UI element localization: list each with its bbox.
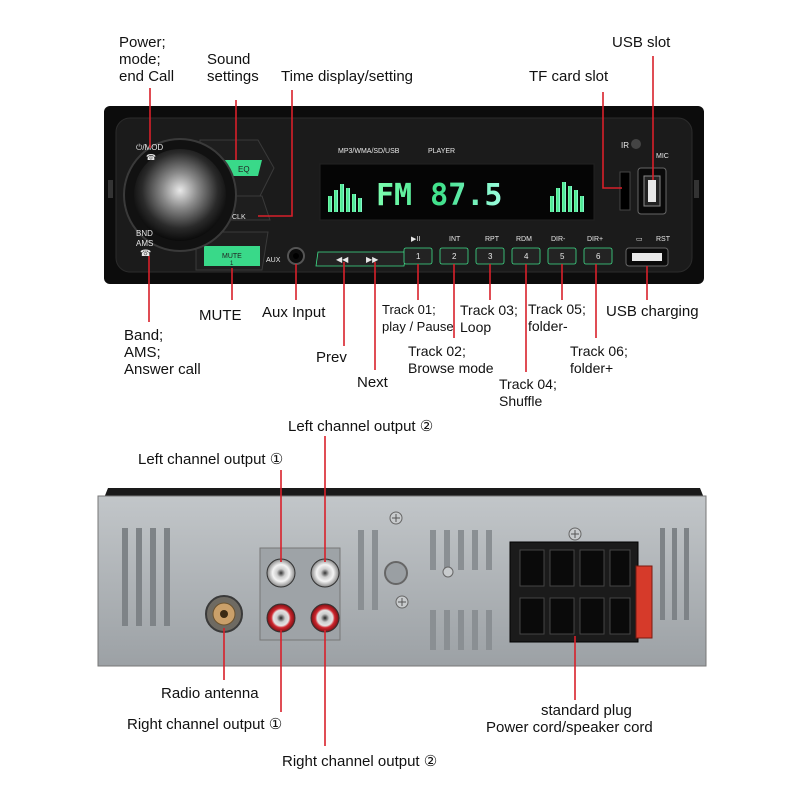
front-callout-lines	[148, 56, 654, 372]
preset-number-6: 6	[596, 252, 601, 261]
aux-label: AUX	[266, 257, 281, 264]
callout-left-output-2: Left channel output ②	[288, 418, 433, 435]
usb-charging-tongue	[632, 253, 662, 261]
dir-minus-label: DIR-	[551, 236, 566, 243]
callout-standard-plug-line1: standard plug	[541, 702, 632, 719]
rear-chassis	[97, 488, 707, 667]
callout-usb-slot: USB slot	[612, 34, 671, 51]
tf-card-slot[interactable]	[619, 171, 631, 211]
callout-track05-line1: Track 05;	[528, 301, 586, 317]
right-output-1-jack[interactable]	[266, 603, 296, 633]
format-label: MP3/WMA/SD/USB	[338, 148, 400, 155]
callout-next: Next	[357, 374, 389, 391]
preset-number-5: 5	[560, 252, 565, 261]
ams-label: AMS	[136, 239, 153, 248]
callout-track03-line1: Track 03;	[460, 302, 518, 318]
callout-time-display: Time display/setting	[281, 68, 413, 85]
mount-hole	[384, 561, 408, 585]
preset-button-6[interactable]	[583, 247, 613, 265]
callout-sound-line2: settings	[207, 68, 259, 85]
prev-next-strip	[315, 251, 407, 267]
callout-standard-plug-line2: Power cord/speaker cord	[486, 719, 653, 736]
fuse	[635, 565, 653, 639]
callout-track03-line2: Loop	[460, 319, 491, 335]
volume-knob[interactable]	[134, 149, 226, 241]
preset-number-1: 1	[416, 252, 421, 261]
next-button[interactable]: ▶▶	[366, 255, 379, 264]
bnd-label: BND	[136, 229, 153, 238]
callout-tf-card-slot: TF card slot	[529, 68, 609, 85]
iso-connector-pins-bottom	[519, 597, 631, 635]
callout-aux-input: Aux Input	[262, 304, 326, 321]
callout-track01-line1: Track 01;	[382, 302, 436, 317]
callout-usb-charging: USB charging	[606, 303, 699, 320]
callout-band-line2: AMS;	[124, 344, 161, 361]
callout-track06-line2: folder+	[570, 360, 613, 376]
left-output-1-jack[interactable]	[266, 558, 296, 588]
chassis-vents-center	[358, 530, 492, 650]
chassis-vents-left	[122, 528, 170, 626]
prev-button[interactable]: ◀◀	[336, 255, 349, 264]
callout-right-output-1: Right channel output ①	[127, 716, 282, 733]
callout-left-output-1: Left channel output ①	[138, 451, 283, 468]
front-panel: ⏻/MOD ☎ EQ CLK BND AMS ☎ MUTE 1 AUX MP3/…	[104, 106, 704, 284]
callout-band-line1: Band;	[124, 327, 163, 344]
preset-number-3: 3	[488, 252, 493, 261]
lcd-screen	[319, 163, 595, 221]
callout-track02-line2: Browse mode	[408, 360, 494, 376]
lcd-equalizer-right	[550, 182, 584, 212]
rst-label: RST	[656, 236, 671, 243]
rear-callouts: Left channel output ② Left channel outpu…	[127, 418, 653, 770]
right-output-2-jack[interactable]	[310, 603, 340, 633]
preset-number-2: 2	[452, 252, 457, 261]
mic-label: MIC	[656, 153, 669, 160]
callout-radio-antenna: Radio antenna	[161, 685, 259, 702]
dir-plus-label: DIR+	[587, 236, 603, 243]
callout-right-output-2: Right channel output ②	[282, 753, 437, 770]
callout-power-line2: mode;	[119, 51, 161, 68]
lcd-frequency: FM 87.5	[376, 178, 502, 213]
aux-jack-hole	[293, 253, 299, 259]
mute-label: MUTE	[222, 253, 242, 260]
answer-call-icon: ☎	[140, 248, 151, 258]
callout-track05-line2: folder-	[528, 318, 568, 334]
chassis-screws	[389, 511, 582, 609]
preset-number-4: 4	[524, 252, 529, 261]
battery-icon: ▭	[636, 236, 643, 243]
usb-slot-tongue	[648, 180, 656, 202]
callout-mute: MUTE	[199, 307, 242, 324]
callout-power-line3: end Call	[119, 68, 174, 85]
callout-band-line3: Answer call	[124, 361, 201, 378]
rpt-label: RPT	[485, 236, 500, 243]
panel-vents	[108, 180, 699, 198]
left-output-2-jack[interactable]	[310, 558, 340, 588]
int-label: INT	[449, 236, 461, 243]
callout-track06-line1: Track 06;	[570, 343, 628, 359]
callout-prev: Prev	[316, 349, 347, 366]
front-callouts: Power; mode; end Call Sound settings Tim…	[119, 34, 699, 409]
chassis-vents-right	[660, 528, 689, 620]
play-pause-label: ▶II	[411, 236, 420, 243]
clk-label: CLK	[232, 214, 246, 221]
callout-track04-line1: Track 04;	[499, 376, 557, 392]
rear-callout-lines	[223, 436, 576, 746]
lcd-equalizer-left	[328, 184, 362, 212]
mute-number: 1	[230, 261, 234, 267]
callout-track04-line2: Shuffle	[499, 393, 543, 409]
end-call-icon: ☎	[146, 153, 156, 162]
ir-sensor-icon	[631, 139, 641, 149]
rdm-label: RDM	[516, 236, 532, 243]
callout-sound-line1: Sound	[207, 51, 250, 68]
player-label: PLAYER	[428, 148, 455, 155]
callout-track02-line1: Track 02;	[408, 343, 466, 359]
radio-antenna-pin	[220, 610, 228, 618]
ir-label: IR	[621, 141, 629, 150]
callout-track01-line2: play / Pause	[382, 319, 454, 334]
callout-power-line1: Power;	[119, 34, 166, 51]
iso-connector-pins-top	[519, 549, 631, 587]
mute-button[interactable]	[204, 246, 260, 266]
eq-label: EQ	[238, 165, 250, 174]
